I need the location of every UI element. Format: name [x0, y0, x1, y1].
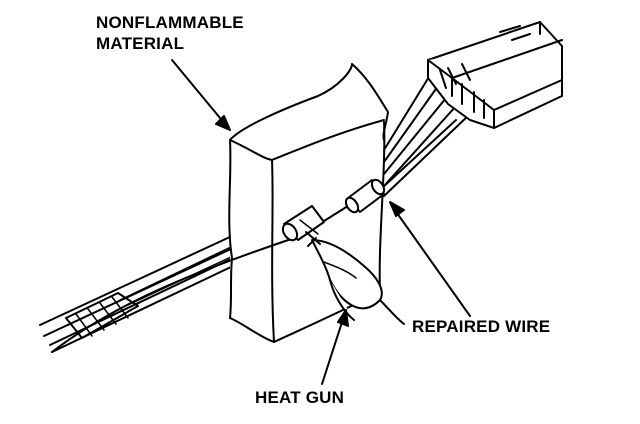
wire-harness-right	[383, 71, 471, 197]
connector	[427, 21, 563, 129]
heat-shrink-sleeve-left	[281, 205, 325, 242]
harness-tape-wrap	[65, 292, 139, 339]
nonflammable-label-line-1: NONFLAMMABLE	[96, 13, 244, 32]
leader-arrows	[171, 59, 471, 385]
nonflammable-label-line-2: MATERIAL	[96, 34, 185, 53]
heat-shrink-sleeve-right	[344, 178, 386, 214]
wire-harness-left	[39, 235, 234, 353]
heat-gun	[305, 231, 405, 325]
heat-gun-label: HEAT GUN	[255, 388, 345, 407]
repaired-wire-label: REPAIRED WIRE	[412, 317, 551, 336]
nonflammable-material-label: NONFLAMMABLE MATERIAL	[96, 12, 244, 54]
